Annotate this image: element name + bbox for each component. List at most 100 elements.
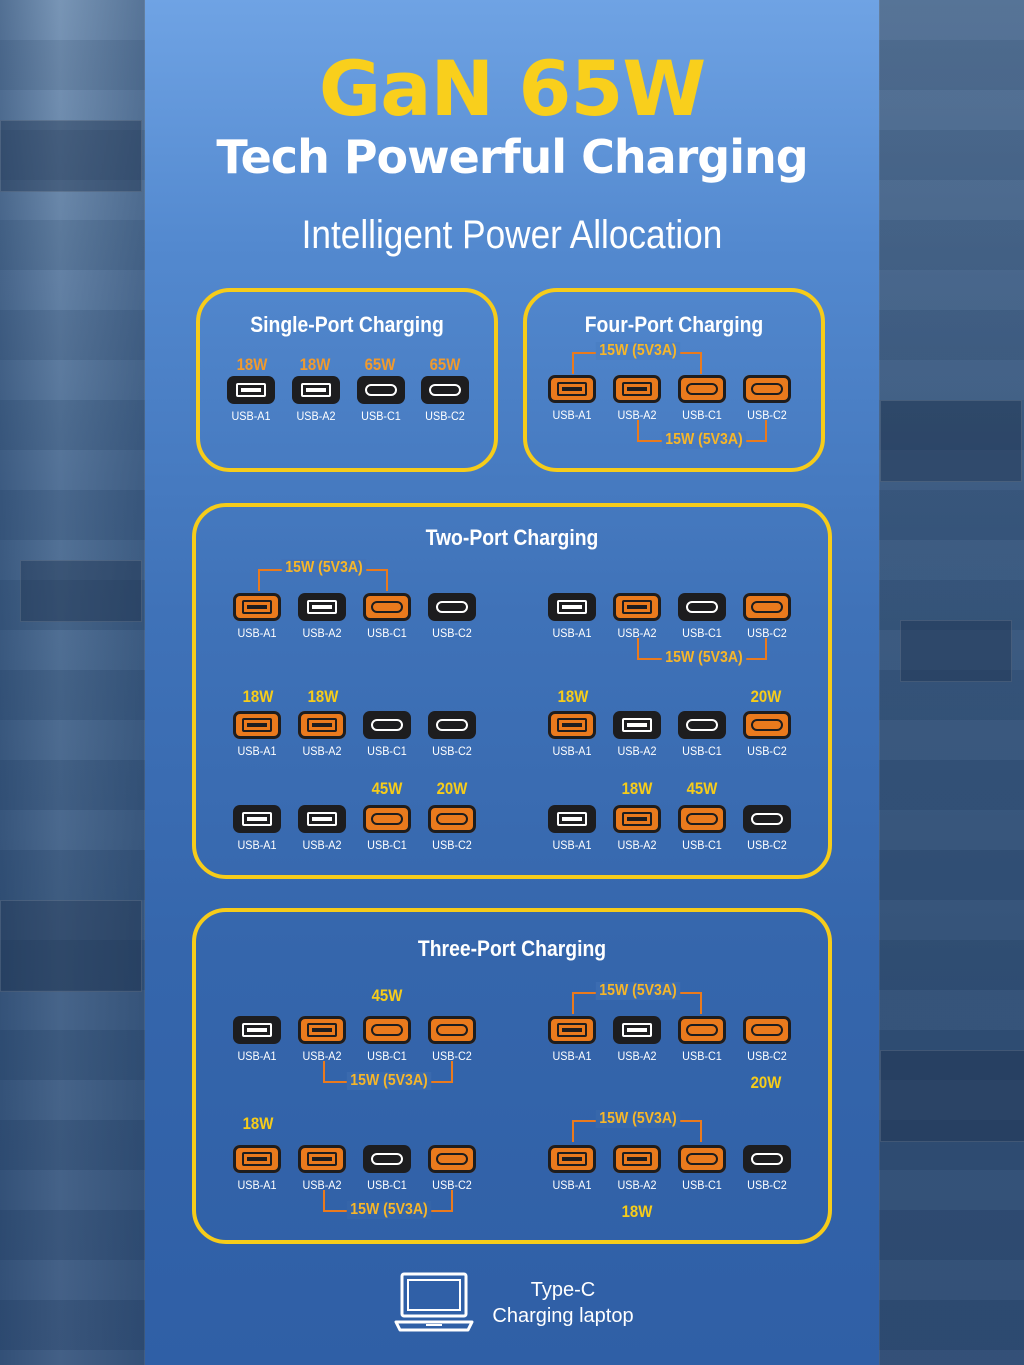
two-r3-right-port-2 (613, 805, 661, 833)
single-watt-c1: 65W (364, 355, 396, 374)
two-r2-right-watt-c2: 20W (750, 687, 782, 706)
two-r2-right-port-2 (613, 711, 661, 739)
two-r3-left-port-label-2: USB-A2 (302, 838, 342, 852)
three-b-port-label-3: USB-C1 (682, 1049, 722, 1063)
usb-a-port-icon (557, 382, 587, 396)
usb-a-port-icon (242, 1023, 272, 1037)
two-r2-right-port-label-4: USB-C2 (747, 744, 787, 758)
two-r3-right-watt-a2: 18W (621, 779, 653, 798)
single-watt-c2: 65W (429, 355, 461, 374)
usb-a-port-icon (622, 600, 652, 614)
four-port-4 (743, 375, 791, 403)
usb-a-port-icon (242, 812, 272, 826)
single-port-4 (421, 376, 469, 404)
three-a-port-2 (298, 1016, 346, 1044)
two-r1-left-port-4 (428, 593, 476, 621)
two-port-box: Two-Port Charging (192, 503, 832, 879)
three-d-bracket-label: 15W (5V3A) (595, 1110, 681, 1128)
three-b-bracket-label: 15W (5V3A) (595, 982, 681, 1000)
usb-c-port-icon (686, 719, 718, 731)
two-r1-right-port-label-3: USB-C1 (682, 626, 722, 640)
page-subtitle: Tech Powerful Charging (216, 130, 808, 184)
three-c-port-label-4: USB-C2 (432, 1178, 472, 1192)
usb-a-port-icon (242, 1152, 272, 1166)
three-d-port-1 (548, 1145, 596, 1173)
three-d-port-label-2: USB-A2 (617, 1178, 657, 1192)
two-r3-right-port-4 (743, 805, 791, 833)
single-port-label-2: USB-A2 (296, 409, 336, 423)
usb-a-port-icon (236, 383, 266, 397)
two-r2-left-port-2 (298, 711, 346, 739)
four-port-label-4: USB-C2 (747, 408, 787, 422)
three-d-port-label-3: USB-C1 (682, 1178, 722, 1192)
two-r3-left-port-label-4: USB-C2 (432, 838, 472, 852)
two-r1-right-port-1 (548, 593, 596, 621)
page-title: GaN 65W (318, 44, 706, 133)
single-port-title: Single-Port Charging (250, 312, 444, 337)
two-r1-left-port-label-1: USB-A1 (237, 626, 277, 640)
three-c-port-4 (428, 1145, 476, 1173)
four-port-2 (613, 375, 661, 403)
usb-c-port-icon (686, 1024, 718, 1036)
two-r2-left-port-label-3: USB-C1 (367, 744, 407, 758)
three-b-port-2 (613, 1016, 661, 1044)
usb-c-port-icon (371, 813, 403, 825)
usb-c-port-icon (751, 719, 783, 731)
two-r2-left-port-label-4: USB-C2 (432, 744, 472, 758)
four-bracket-bottom-label: 15W (5V3A) (661, 431, 747, 449)
two-r3-right-port-label-1: USB-A1 (552, 838, 592, 852)
usb-c-port-icon (371, 1153, 403, 1165)
three-b-port-3 (678, 1016, 726, 1044)
three-c-port-2 (298, 1145, 346, 1173)
three-d-port-4 (743, 1145, 791, 1173)
three-d-port-label-1: USB-A1 (552, 1178, 592, 1192)
two-r3-left-watt-c1: 45W (371, 779, 403, 798)
three-c-port-label-1: USB-A1 (237, 1178, 277, 1192)
two-r1-right-port-label-4: USB-C2 (747, 626, 787, 640)
two-r3-left-watt-c2: 20W (436, 779, 468, 798)
two-bracket-2-label: 15W (5V3A) (661, 649, 747, 667)
three-a-port-label-2: USB-A2 (302, 1049, 342, 1063)
two-r1-right-port-label-2: USB-A2 (617, 626, 657, 640)
two-r3-right-port-3 (678, 805, 726, 833)
two-r3-right-port-label-4: USB-C2 (747, 838, 787, 852)
single-port-2 (292, 376, 340, 404)
usb-c-port-icon (686, 383, 718, 395)
usb-a-port-icon (557, 600, 587, 614)
single-port-label-3: USB-C1 (361, 409, 401, 423)
two-r2-right-port-3 (678, 711, 726, 739)
usb-c-port-icon (686, 601, 718, 613)
three-b-watt: 20W (750, 1073, 782, 1092)
two-r1-left-port-1 (233, 593, 281, 621)
two-r1-left-port-label-3: USB-C1 (367, 626, 407, 640)
two-r2-right-port-label-1: USB-A1 (552, 744, 592, 758)
two-r2-left-port-1 (233, 711, 281, 739)
two-r3-left-port-4 (428, 805, 476, 833)
footer-line1: Type-C (530, 1279, 596, 1301)
usb-c-port-icon (436, 1024, 468, 1036)
three-d-port-label-4: USB-C2 (747, 1178, 787, 1192)
three-port-title: Three-Port Charging (417, 936, 607, 961)
main-panel (145, 0, 879, 1365)
four-bracket-top-label: 15W (5V3A) (595, 342, 681, 360)
three-a-port-label-3: USB-C1 (367, 1049, 407, 1063)
usb-a-port-icon (622, 812, 652, 826)
usb-c-port-icon (371, 719, 403, 731)
three-port-box: Three-Port Charging (192, 908, 832, 1244)
usb-a-port-icon (242, 600, 272, 614)
usb-a-port-icon (622, 382, 652, 396)
usb-a-port-icon (307, 812, 337, 826)
two-r1-right-port-label-1: USB-A1 (552, 626, 592, 640)
two-r2-right-port-4 (743, 711, 791, 739)
two-r1-left-port-label-4: USB-C2 (432, 626, 472, 640)
two-r3-right-watt-c1: 45W (686, 779, 718, 798)
laptop-icon (394, 1272, 474, 1332)
two-r2-left-watt-a1: 18W (242, 687, 274, 706)
usb-a-port-icon (622, 1152, 652, 1166)
two-r1-right-port-4 (743, 593, 791, 621)
two-r2-right-port-1 (548, 711, 596, 739)
three-a-port-1 (233, 1016, 281, 1044)
usb-c-port-icon (751, 1024, 783, 1036)
usb-c-port-icon (436, 719, 468, 731)
two-r3-left-port-label-1: USB-A1 (237, 838, 277, 852)
